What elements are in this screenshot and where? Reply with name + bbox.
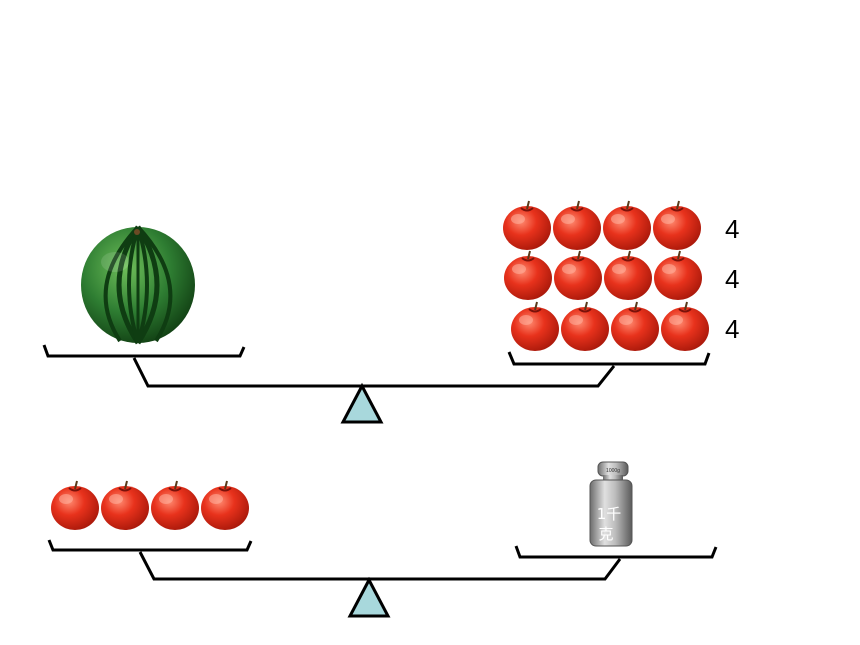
apple-icon bbox=[503, 250, 553, 301]
scale-2-left-pan bbox=[47, 539, 253, 552]
scale-1-right-pan bbox=[507, 351, 711, 366]
apple-icon bbox=[653, 250, 703, 301]
apple-icon bbox=[100, 480, 150, 531]
scale-2-apple-group bbox=[50, 480, 250, 531]
scale-1-apple-group bbox=[502, 200, 710, 352]
row-count-label: 4 bbox=[725, 314, 740, 344]
scale-1-beam bbox=[132, 357, 616, 388]
scale-2-beam bbox=[138, 551, 622, 581]
scale-2-right-pan bbox=[514, 545, 718, 559]
apple-icon bbox=[553, 250, 603, 301]
apple-icon bbox=[602, 200, 652, 251]
weight-label-line1: 1千 bbox=[597, 505, 622, 523]
apple-icon bbox=[200, 480, 250, 531]
scale-1-fulcrum bbox=[340, 382, 384, 424]
apple-icon bbox=[652, 200, 702, 251]
scale-1-left-pan bbox=[42, 344, 246, 358]
scale-2: 1000g 1千 克 bbox=[47, 461, 718, 618]
watermelon-icon bbox=[81, 225, 195, 345]
row-count-label: 4 bbox=[725, 214, 740, 244]
apple-icon bbox=[603, 250, 653, 301]
apple-icon bbox=[150, 480, 200, 531]
scale-1 bbox=[42, 200, 711, 424]
apple-icon bbox=[660, 301, 710, 352]
apple-icon bbox=[502, 200, 552, 251]
apple-icon bbox=[610, 301, 660, 352]
apple-icon bbox=[510, 301, 560, 352]
apple-icon bbox=[50, 480, 100, 531]
apple-icon bbox=[560, 301, 610, 352]
row-count-label: 4 bbox=[725, 264, 740, 294]
weight-top-text: 1000g bbox=[606, 468, 620, 474]
scale-2-fulcrum bbox=[347, 576, 391, 618]
apple-icon bbox=[552, 200, 602, 251]
weight-1kg-icon: 1000g 1千 克 bbox=[589, 461, 633, 547]
weight-label-line2: 克 bbox=[598, 525, 613, 543]
